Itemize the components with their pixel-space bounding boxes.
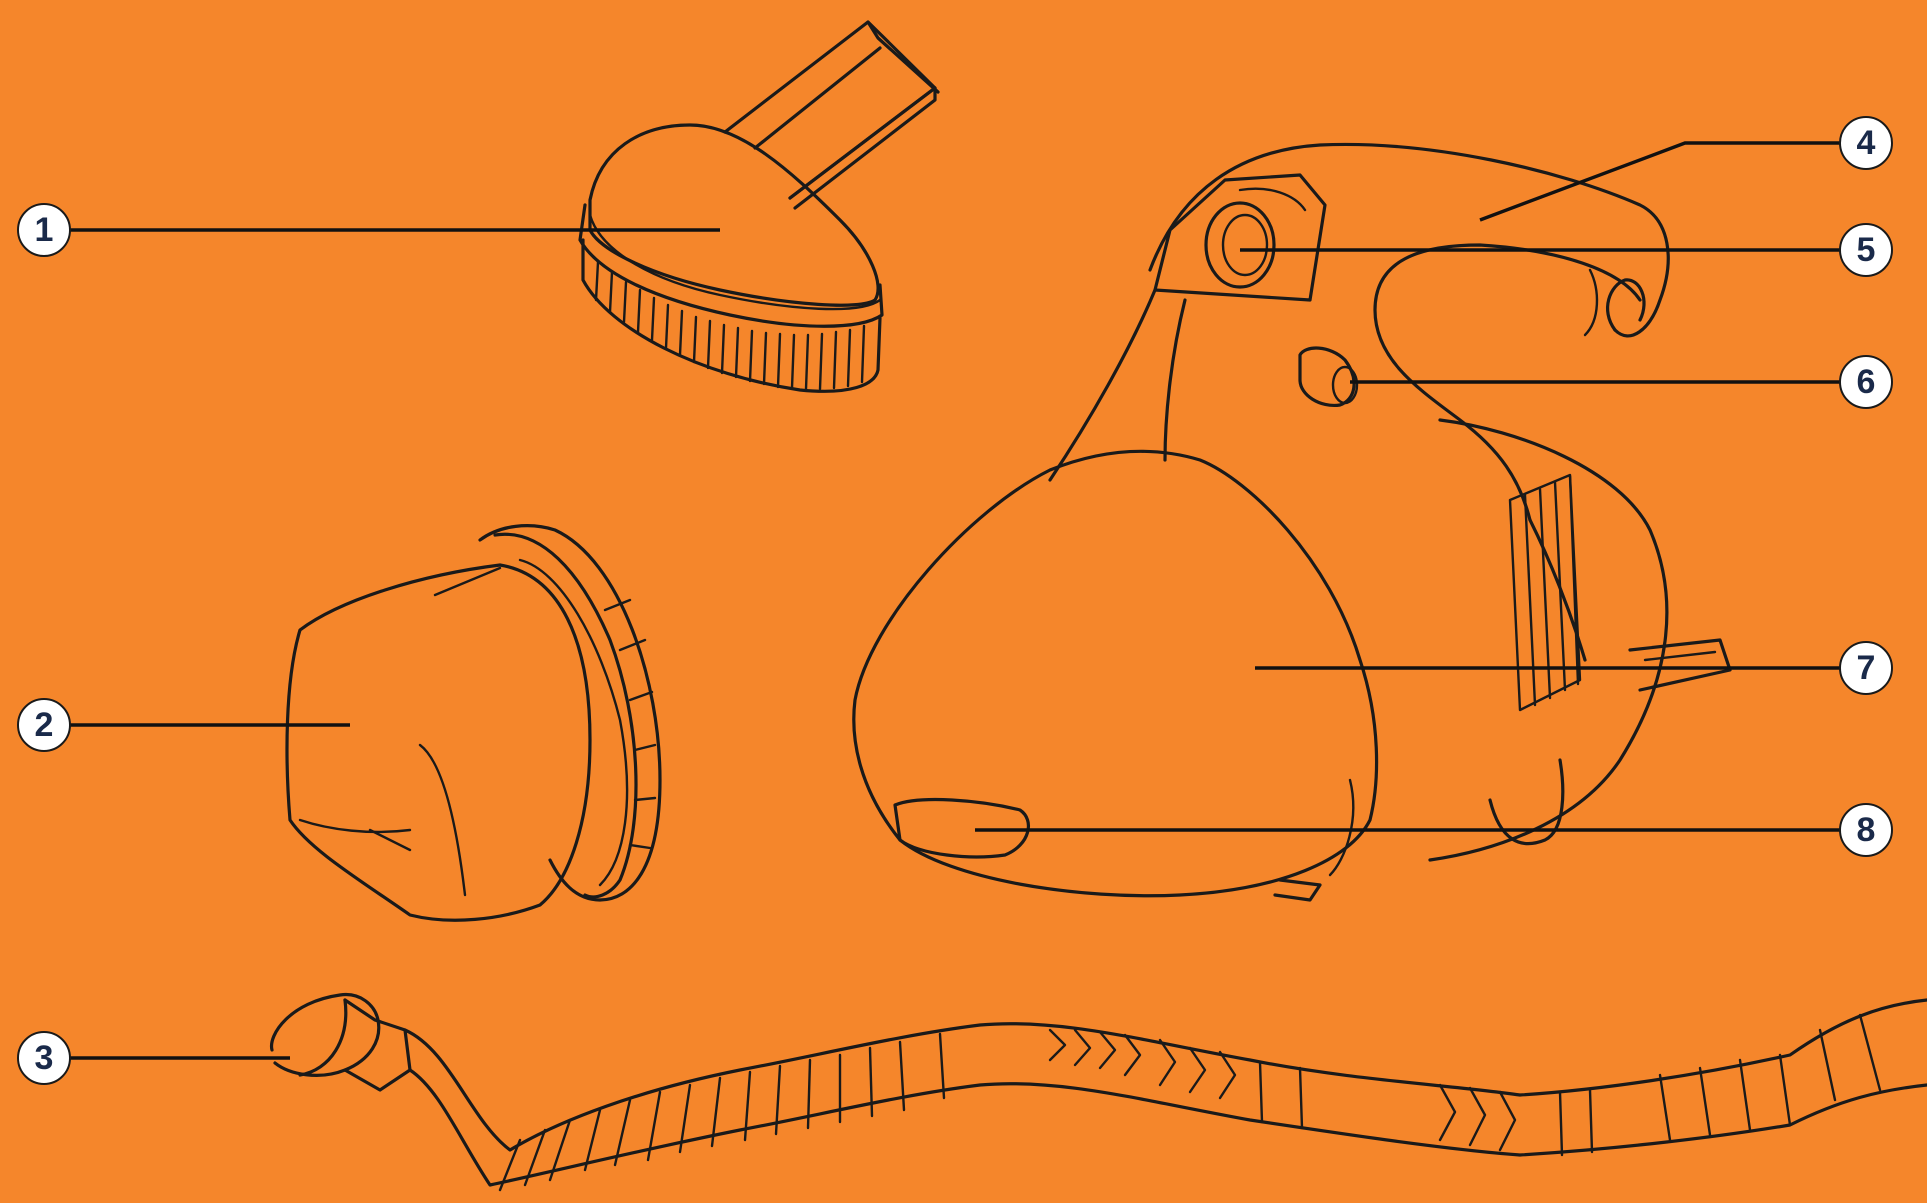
flexible-hose-icon	[269, 993, 1927, 1192]
leader-lines	[68, 141, 1846, 1060]
callout-6-label: 6	[1857, 363, 1876, 401]
callout-2-label: 2	[35, 706, 54, 744]
hose-ribs	[498, 1013, 1882, 1192]
callout-8-label: 8	[1857, 811, 1876, 849]
callout-2-circle	[17, 698, 71, 752]
callout-1-label: 1	[35, 211, 54, 249]
callout-6-circle	[1839, 355, 1893, 409]
callout-1-circle	[17, 203, 71, 257]
handle-icon	[1583, 268, 1599, 337]
callout-7-label: 7	[1857, 649, 1876, 687]
callout-8-circle	[1839, 803, 1893, 857]
callout-8: 8	[1839, 803, 1893, 857]
callout-1: 1	[17, 203, 71, 257]
callout-4-circle	[1839, 116, 1893, 170]
release-button-icon	[1298, 346, 1359, 408]
callout-3-circle	[17, 1031, 71, 1085]
callout-4-label: 4	[1857, 124, 1876, 162]
dust-filter-icon	[285, 524, 662, 922]
callout-4: 4	[1839, 116, 1893, 170]
leader-4	[1479, 141, 1846, 222]
brush-bristles	[594, 260, 866, 391]
vent-grill	[1508, 473, 1582, 712]
callout-3-label: 3	[35, 1039, 54, 1077]
callout-3: 3	[17, 1031, 71, 1085]
brush-nozzle-icon	[578, 20, 940, 393]
callout-7-circle	[1839, 641, 1893, 695]
callout-6: 6	[1839, 355, 1893, 409]
callout-5-circle	[1839, 223, 1893, 277]
callout-7: 7	[1839, 641, 1893, 695]
dust-container-icon	[852, 449, 1379, 898]
callout-2: 2	[17, 698, 71, 752]
callout-5: 5	[1839, 223, 1893, 277]
container-release-icon	[893, 797, 1030, 859]
power-switch-icon	[1204, 201, 1276, 289]
vacuum-body-icon	[1048, 142, 1732, 902]
callout-5-label: 5	[1857, 231, 1876, 269]
